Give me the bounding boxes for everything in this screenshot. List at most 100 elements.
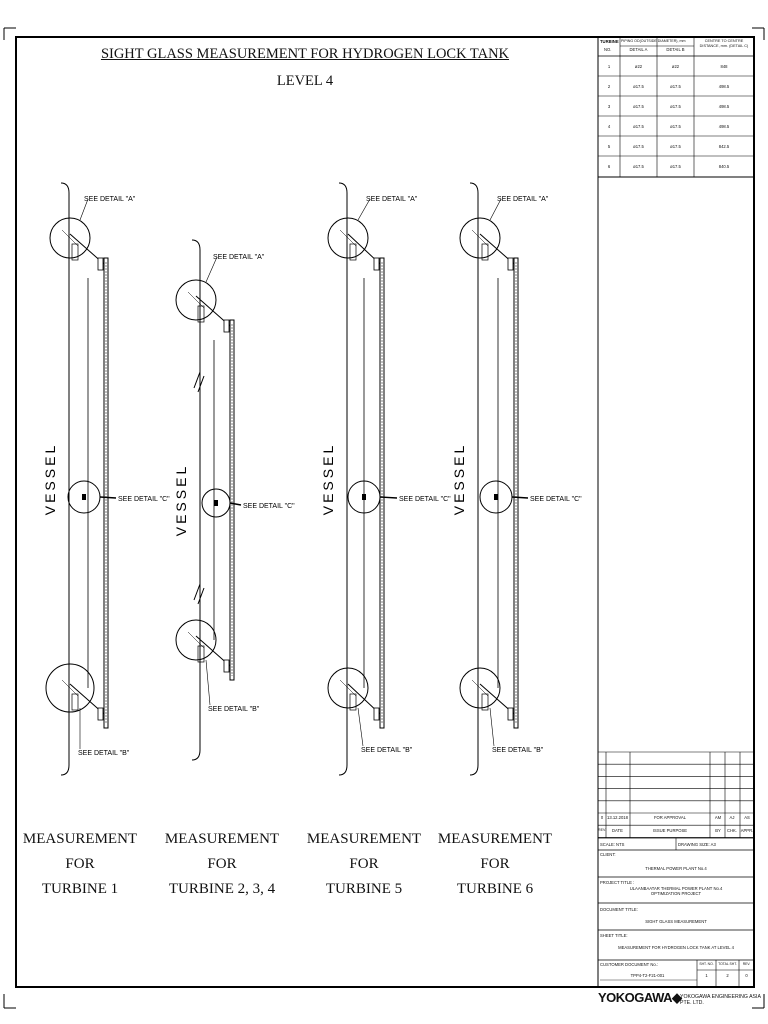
leader-line-c	[511, 496, 529, 499]
project-label: PROJECT TITLE :	[600, 880, 635, 885]
vessel-label: VESSEL	[42, 443, 58, 515]
leader-line-c	[379, 496, 398, 499]
top-valve	[507, 257, 514, 271]
detail-circle-a	[327, 217, 369, 259]
detail-a-label: SEE DETAIL "A"	[84, 196, 136, 203]
detail-a-label: SEE DETAIL "A"	[213, 254, 265, 261]
detail-a-label: SEE DETAIL "A"	[497, 196, 549, 203]
table-cell-no: 5	[607, 144, 611, 149]
drawing-size-label: DRAWING SIZE: A3	[678, 842, 716, 847]
break-mark	[193, 371, 205, 393]
detail-b-label: SEE DETAIL "B"	[208, 706, 260, 713]
table-cell-no: 1	[607, 64, 611, 69]
leader-line-a	[79, 198, 89, 221]
vessel-label: VESSEL	[320, 443, 336, 515]
leader-line-b	[357, 707, 364, 747]
sheet-title-value: MEASUREMENT FOR HYDROGEN LOCK TANK AT LE…	[618, 945, 734, 950]
vessel-wall	[469, 182, 479, 776]
nozzle-detail	[71, 693, 79, 711]
caption-line-1: MEASUREMENT FOR	[437, 831, 553, 872]
centre-mark	[214, 500, 218, 506]
vessel-wall	[191, 239, 201, 761]
table-header-detail-b: DETAIL B	[666, 47, 685, 52]
table-cell-c: 842.5	[718, 144, 730, 149]
nozzle-detail	[187, 291, 205, 309]
yokogawa-logo: YOKOGAWA◆	[598, 990, 682, 1006]
detail-a-label: SEE DETAIL "A"	[366, 196, 418, 203]
chk-value: AJ	[729, 815, 735, 820]
table-cell-c: 840.5	[718, 164, 730, 169]
detail-c-label: SEE DETAIL "C"	[118, 496, 170, 503]
detail-circle-a	[459, 217, 501, 259]
vessel-label: VESSEL	[451, 443, 467, 515]
caption-turbine-5: MEASUREMENT FOR TURBINE 5	[294, 827, 434, 902]
nozzle-detail	[481, 693, 489, 711]
table-cell-a: ø22	[634, 64, 643, 69]
top-valve	[373, 257, 380, 271]
bottom-valve	[507, 707, 514, 721]
company-name: YOKOGAWA ENGINEERING ASIA PTE. LTD.	[680, 994, 761, 1006]
leader-line-b	[205, 659, 211, 706]
table-cell-a: ø17.5	[633, 124, 644, 129]
caption-line-2: TURBINE 5	[325, 881, 403, 897]
table-lines	[598, 37, 754, 988]
caption-turbine-6: MEASUREMENT FOR TURBINE 6	[425, 827, 565, 902]
total-sht-label: TOTAL SHT.	[718, 962, 737, 966]
nozzle-detail	[187, 631, 205, 649]
table-header-turbine: TURBINE	[600, 39, 619, 44]
project-line-2: OPTIMIZATION PROJECT	[650, 891, 702, 896]
client-label: CLIENT:	[600, 852, 616, 857]
table-cell-c: 498.5	[718, 124, 730, 129]
table-cell-b: ø17.5	[670, 124, 681, 129]
table-cell-b: ø17.5	[670, 84, 681, 89]
nozzle-detail	[71, 243, 79, 261]
table-cell-b: ø22	[671, 64, 680, 69]
customer-doc-label: CUSTOMER DOCUMENT No.:	[600, 962, 659, 967]
client-value: THERMAL POWER PLANT No.4	[645, 866, 707, 871]
issue-purpose-value: FOR APPROVAL	[653, 815, 687, 820]
nozzle-detail	[471, 229, 489, 247]
by-value: AM	[714, 815, 722, 820]
sight-glass-tube	[103, 257, 109, 729]
rev-col-label: REV.	[742, 962, 751, 966]
table-cell-no: 4	[607, 124, 611, 129]
table-cell-no: 3	[607, 104, 611, 109]
rev-label: REV.	[598, 828, 607, 832]
centre-mark	[362, 494, 366, 500]
top-valve	[97, 257, 104, 271]
table-cell-b: ø17.5	[670, 144, 681, 149]
customer-doc-value: TPP4-T2-F21-001	[630, 973, 665, 978]
table-cell-b: ø17.5	[670, 164, 681, 169]
drawing-subtitle: LEVEL 4	[276, 73, 334, 89]
centre-mark	[82, 494, 86, 500]
caption-line-1: MEASUREMENT FOR	[306, 831, 422, 872]
table-cell-no: 2	[607, 84, 611, 89]
vessel-drawings: VESSEL SEE DETAIL "A" SEE DETAIL "B" SEE DE…	[42, 182, 582, 776]
table-cell-c: 498.5	[718, 104, 730, 109]
vessel-wall	[60, 182, 70, 776]
leader-line-a	[205, 256, 218, 283]
nozzle-detail	[471, 679, 489, 697]
table-header-detail-a: DETAIL A	[629, 47, 648, 52]
sheet-title-label: SHEET TITLE:	[600, 933, 628, 938]
table-cell-a: ø17.5	[633, 164, 644, 169]
leader-line-c	[229, 502, 242, 506]
total-sht-value: 2	[726, 973, 729, 978]
corner-marks	[3, 27, 765, 1009]
diamond-icon: ◆	[672, 990, 682, 1005]
detail-b-label: SEE DETAIL "B"	[78, 750, 130, 757]
app-label: APPR.	[740, 828, 754, 833]
bottom-valve	[223, 659, 230, 673]
leader-line-a	[357, 198, 371, 221]
detail-circle-b	[175, 619, 217, 661]
caption-line-1: MEASUREMENT FOR	[164, 831, 280, 872]
nozzle-detail	[197, 305, 205, 323]
chk-label: CHK.	[726, 828, 737, 833]
caption-turbine-2-3-4: MEASUREMENT FOR TURBINE 2, 3, 4	[152, 827, 292, 902]
drawing-title: SIGHT GLASS MEASUREMENT FOR HYDROGEN LOC…	[100, 46, 510, 62]
break-mark	[193, 583, 205, 605]
project-line-1: ULAANBAATAR THERMAL POWER PLANT No.4	[629, 886, 723, 891]
scale-label: SCALE: NTS	[600, 842, 625, 847]
